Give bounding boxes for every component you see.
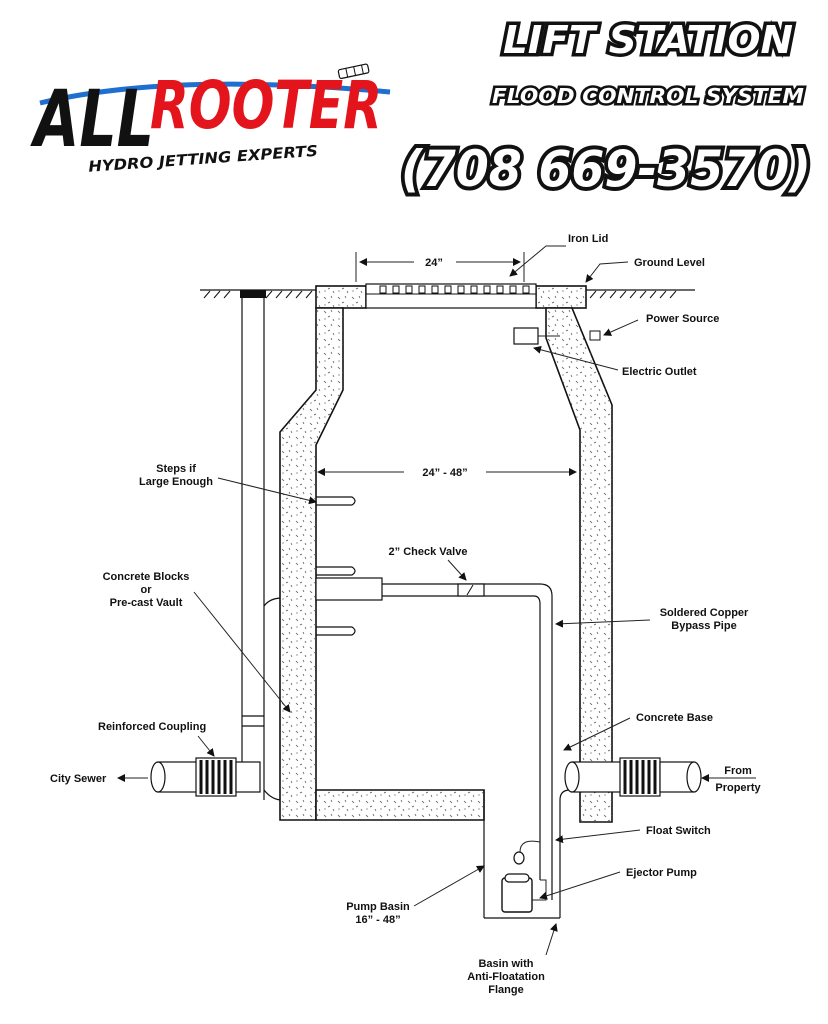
check-valve — [457, 583, 485, 597]
phone-number: (708 669-3570) — [401, 140, 811, 198]
reinforced-coupling-right — [619, 757, 661, 797]
label-iron-lid: Iron Lid — [568, 233, 608, 245]
shaft-width-label: 24” - 48” — [422, 467, 467, 479]
logo-swoosh — [39, 81, 391, 106]
electric-outlet — [513, 327, 560, 345]
ejector-pump — [501, 873, 547, 913]
label-ground-level: Ground Level — [634, 257, 705, 269]
label-concrete-blocks-1: Concrete Blocks — [103, 571, 190, 583]
label-power-source: Power Source — [646, 313, 719, 325]
label-basin-1: Basin with — [478, 958, 533, 970]
label-pump-basin-2: 16” - 48” — [355, 914, 400, 926]
float-switch — [513, 840, 541, 865]
reinforced-coupling-left — [195, 757, 237, 797]
iron-lid — [365, 283, 537, 309]
label-city-sewer: City Sewer — [50, 773, 107, 785]
label-concrete-base: Concrete Base — [636, 712, 713, 724]
label-reinforced-coupling: Reinforced Coupling — [98, 721, 206, 733]
city-sewer-pipe — [150, 757, 261, 797]
label-from: From — [724, 765, 752, 777]
label-bypass-1: Soldered Copper — [660, 607, 749, 619]
lid-width-dimension — [355, 252, 525, 282]
label-float-switch: Float Switch — [646, 825, 711, 837]
page-subtitle: FLOOD CONTROL SYSTEM — [492, 84, 804, 108]
label-basin-3: Flange — [488, 984, 523, 996]
label-ejector-pump: Ejector Pump — [626, 867, 697, 879]
label-concrete-blocks-2: or — [141, 584, 153, 596]
logo-all: ALL — [29, 75, 154, 165]
lid-width-label: 24” — [425, 257, 443, 269]
inlet-pipe — [564, 757, 702, 797]
leader-lines — [117, 245, 756, 956]
label-property: Property — [715, 782, 761, 794]
label-basin-2: Anti-Floatation — [467, 971, 545, 983]
label-check-valve: 2” Check Valve — [389, 546, 468, 558]
label-bypass-2: Bypass Pipe — [671, 620, 736, 632]
label-pump-basin-1: Pump Basin — [346, 901, 410, 913]
brand-logo: ALL ROOTER HYDRO JETTING EXPERTS — [29, 63, 391, 176]
page-title: LIFT STATION — [503, 18, 793, 62]
discharge-pipe — [315, 577, 553, 900]
label-electric-outlet: Electric Outlet — [622, 366, 697, 378]
label-concrete-blocks-3: Pre-cast Vault — [110, 597, 183, 609]
label-steps-1: Steps if — [156, 463, 196, 475]
logo-rooter: ROOTER — [150, 67, 382, 144]
jetter-nozzle-icon — [337, 63, 370, 80]
steps — [316, 496, 356, 636]
outlet-stack-pipe — [227, 290, 283, 801]
concrete-vault — [279, 283, 613, 823]
power-source — [589, 330, 601, 341]
label-steps-2: Large Enough — [139, 476, 213, 488]
